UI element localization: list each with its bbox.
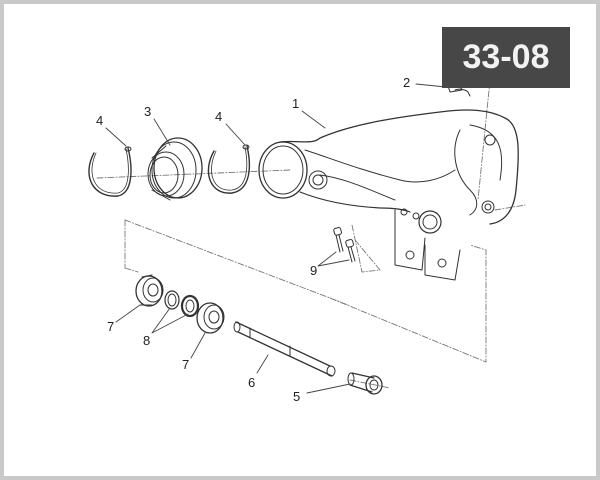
bearing-right (196, 302, 225, 334)
pivot-shaft (233, 321, 336, 377)
assembly-guide-lines (96, 79, 526, 389)
callout-4-right: 4 (215, 109, 223, 124)
callout-1: 1 (292, 96, 300, 111)
pivot-nut-sleeve (347, 372, 383, 395)
callout-4-left: 4 (96, 113, 104, 128)
callout-7-left: 7 (107, 319, 115, 334)
callout-6: 6 (248, 375, 256, 390)
bearing-left (135, 274, 164, 307)
circlip-right (207, 144, 250, 194)
callout-8: 8 (143, 333, 151, 348)
dust-seal-cover (147, 137, 203, 201)
callout-9: 9 (310, 263, 318, 278)
callout-2: 2 (403, 75, 411, 90)
page-number-badge: 33-08 (442, 27, 570, 88)
spacer-rings (164, 290, 200, 318)
callout-7-right: 7 (182, 357, 190, 372)
cap-screws (333, 227, 356, 263)
circlip-left (88, 146, 132, 197)
callout-3: 3 (144, 104, 152, 119)
leader-lines (105, 83, 447, 394)
swingarm (258, 88, 519, 281)
callout-5: 5 (293, 389, 301, 404)
